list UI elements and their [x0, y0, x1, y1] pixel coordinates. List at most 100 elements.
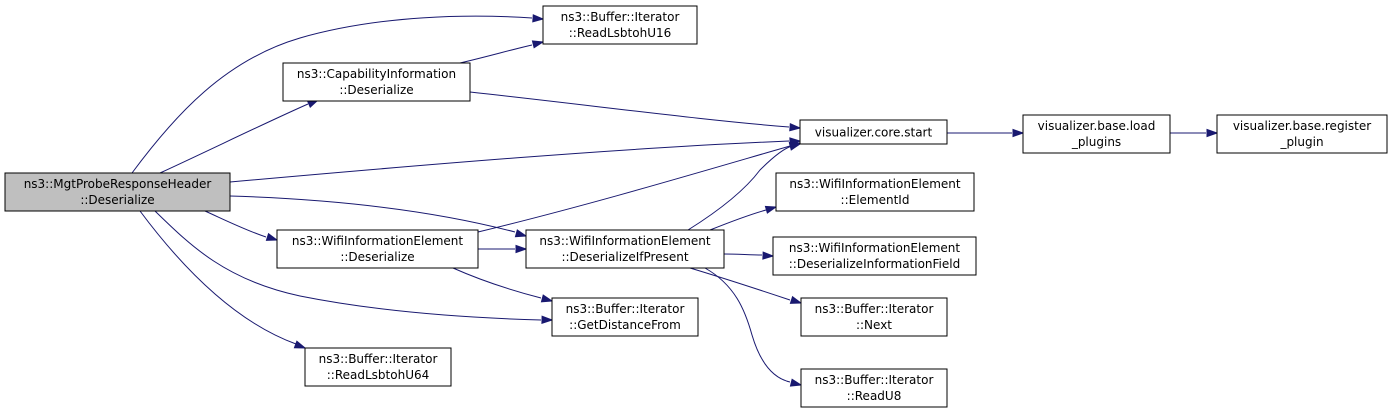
node-root-label-1: ns3::MgtProbeResponseHeader — [24, 177, 212, 191]
edge-line — [139, 210, 297, 345]
node-get-distance-from-label-1: ns3::Buffer::Iterator — [566, 302, 685, 316]
node-get-distance-from[interactable]: ns3::Buffer::Iterator ::GetDistanceFrom — [551, 297, 699, 337]
edge-arrowhead — [265, 232, 279, 241]
edge-line — [459, 44, 533, 64]
node-element-id[interactable]: ns3::WifiInformationElement ::ElementId — [775, 172, 975, 212]
node-register-plugin-box — [1216, 114, 1388, 154]
node-read-u8[interactable]: ns3::Buffer::Iterator ::ReadU8 — [800, 368, 948, 408]
edge-line — [229, 195, 516, 233]
edge-line — [689, 267, 791, 301]
node-deserialize-information-field-box — [772, 236, 977, 276]
edge-root-to-wie_deser_if — [229, 195, 528, 238]
edge-wie_deser_if-to-core_start — [687, 142, 802, 231]
node-register-plugin-label-2: _plugin — [1279, 135, 1323, 149]
edge-arrowhead — [1012, 128, 1025, 138]
node-cap-deserialize-label-2: ::Deserialize — [339, 83, 413, 97]
node-element-id-label-2: ::ElementId — [841, 193, 910, 207]
edge-arrowhead — [532, 14, 545, 23]
edge-arrowhead — [540, 294, 554, 303]
edge-line — [204, 210, 267, 238]
edge-wie_deser_if-to-next — [689, 267, 803, 304]
node-read-u8-box — [800, 368, 948, 408]
edge-core_start-to-load_plugins — [947, 128, 1025, 138]
edge-arrowhead — [789, 378, 803, 387]
edge-wie_deser_if-to-read_u8 — [704, 267, 803, 387]
node-load-plugins-box — [1022, 114, 1171, 154]
node-wie-deserialize-label-2: ::Deserialize — [340, 250, 414, 264]
node-deserialize-information-field-label-2: ::DeserializeInformationField — [789, 257, 960, 271]
node-load-plugins[interactable]: visualizer.base.load _plugins — [1022, 114, 1171, 154]
node-read-lsbtoh-u16-label-2: ::ReadLsbtohU16 — [569, 26, 672, 40]
edge-arrowhead — [788, 142, 802, 151]
node-deserialize-information-field[interactable]: ns3::WifiInformationElement ::Deserializ… — [772, 236, 977, 276]
node-read-lsbtoh-u64-label-2: ::ReadLsbtohU64 — [327, 368, 430, 382]
node-core-start-label-1: visualizer.core.start — [815, 126, 933, 140]
node-element-id-box — [775, 172, 975, 212]
edge-arrowhead — [762, 251, 775, 260]
edges-layer — [131, 14, 1219, 387]
node-read-lsbtoh-u64-box — [304, 347, 452, 387]
node-next-label-2: ::Next — [856, 318, 892, 332]
node-root-label-2: ::Deserialize — [80, 193, 154, 207]
edge-wie_deser_if-to-elem_id — [709, 205, 778, 231]
node-register-plugin-label-1: visualizer.base.register — [1233, 119, 1371, 133]
node-get-distance-from-box — [551, 297, 699, 337]
node-register-plugin[interactable]: visualizer.base.register _plugin — [1216, 114, 1388, 154]
edge-arrowhead — [515, 244, 528, 254]
edge-load_plugins-to-register_plugin — [1170, 128, 1219, 138]
node-core-start[interactable]: visualizer.core.start — [799, 119, 948, 145]
node-deserialize-information-field-label-1: ns3::WifiInformationElement — [789, 241, 961, 255]
node-next[interactable]: ns3::Buffer::Iterator ::Next — [800, 297, 948, 337]
edge-line — [477, 145, 791, 233]
edge-root-to-get_dist — [154, 210, 554, 324]
edge-line — [452, 267, 542, 299]
edge-line — [687, 145, 793, 231]
edge-line — [229, 140, 790, 183]
edge-arrowhead — [1206, 128, 1219, 138]
edge-line — [469, 91, 790, 128]
edge-wie_deser_if-to-deser_info — [723, 251, 775, 260]
node-next-box — [800, 297, 948, 337]
node-wie-deserialize-if-present-box — [525, 229, 725, 269]
node-element-id-label-1: ns3::WifiInformationElement — [789, 177, 961, 191]
node-next-label-1: ns3::Buffer::Iterator — [815, 302, 934, 316]
node-root[interactable]: ns3::MgtProbeResponseHeader ::Deserializ… — [4, 172, 231, 212]
edge-line — [723, 253, 763, 256]
node-read-lsbtoh-u64-label-1: ns3::Buffer::Iterator — [319, 352, 438, 366]
node-cap-deserialize[interactable]: ns3::CapabilityInformation ::Deserialize — [282, 62, 471, 102]
node-read-lsbtoh-u16[interactable]: ns3::Buffer::Iterator ::ReadLsbtohU16 — [542, 5, 698, 45]
node-cap-deserialize-box — [282, 62, 471, 102]
node-read-u8-label-1: ns3::Buffer::Iterator — [815, 373, 934, 387]
edge-wie_deser-to-wie_deser_if — [478, 244, 528, 254]
edge-root-to-wie_deser — [204, 210, 279, 241]
node-load-plugins-label-1: visualizer.base.load — [1038, 119, 1156, 133]
edge-line — [704, 267, 791, 383]
node-read-lsbtoh-u64[interactable]: ns3::Buffer::Iterator ::ReadLsbtohU64 — [304, 347, 452, 387]
edge-wie_deser-to-get_dist — [452, 267, 554, 303]
node-wie-deserialize-if-present[interactable]: ns3::WifiInformationElement ::Deserializ… — [525, 229, 725, 269]
edge-cap_deser-to-core_start — [469, 91, 802, 132]
edge-arrowhead — [764, 205, 778, 214]
edge-line — [709, 209, 767, 231]
node-root-box — [4, 172, 231, 212]
edge-arrowhead — [514, 229, 528, 238]
node-wie-deserialize-box — [276, 229, 479, 269]
node-wie-deserialize-label-1: ns3::WifiInformationElement — [292, 234, 464, 248]
edge-arrowhead — [293, 340, 307, 349]
node-core-start-box — [799, 119, 948, 145]
node-read-lsbtoh-u16-box — [542, 5, 698, 45]
edge-root-to-read_u16 — [131, 14, 545, 174]
edge-arrowhead — [531, 40, 545, 49]
node-load-plugins-label-2: _plugins — [1071, 135, 1121, 149]
node-wie-deserialize-if-present-label-1: ns3::WifiInformationElement — [539, 234, 711, 248]
edge-root-to-core_start — [229, 137, 802, 183]
edge-root-to-read_u64 — [139, 210, 307, 349]
edge-arrowhead — [789, 295, 803, 304]
node-read-lsbtoh-u16-label-1: ns3::Buffer::Iterator — [561, 10, 680, 24]
edge-line — [131, 15, 533, 174]
node-get-distance-from-label-2: ::GetDistanceFrom — [569, 318, 681, 332]
edge-line — [159, 103, 309, 174]
edge-line — [154, 210, 542, 321]
node-wie-deserialize[interactable]: ns3::WifiInformationElement ::Deserializ… — [276, 229, 479, 269]
